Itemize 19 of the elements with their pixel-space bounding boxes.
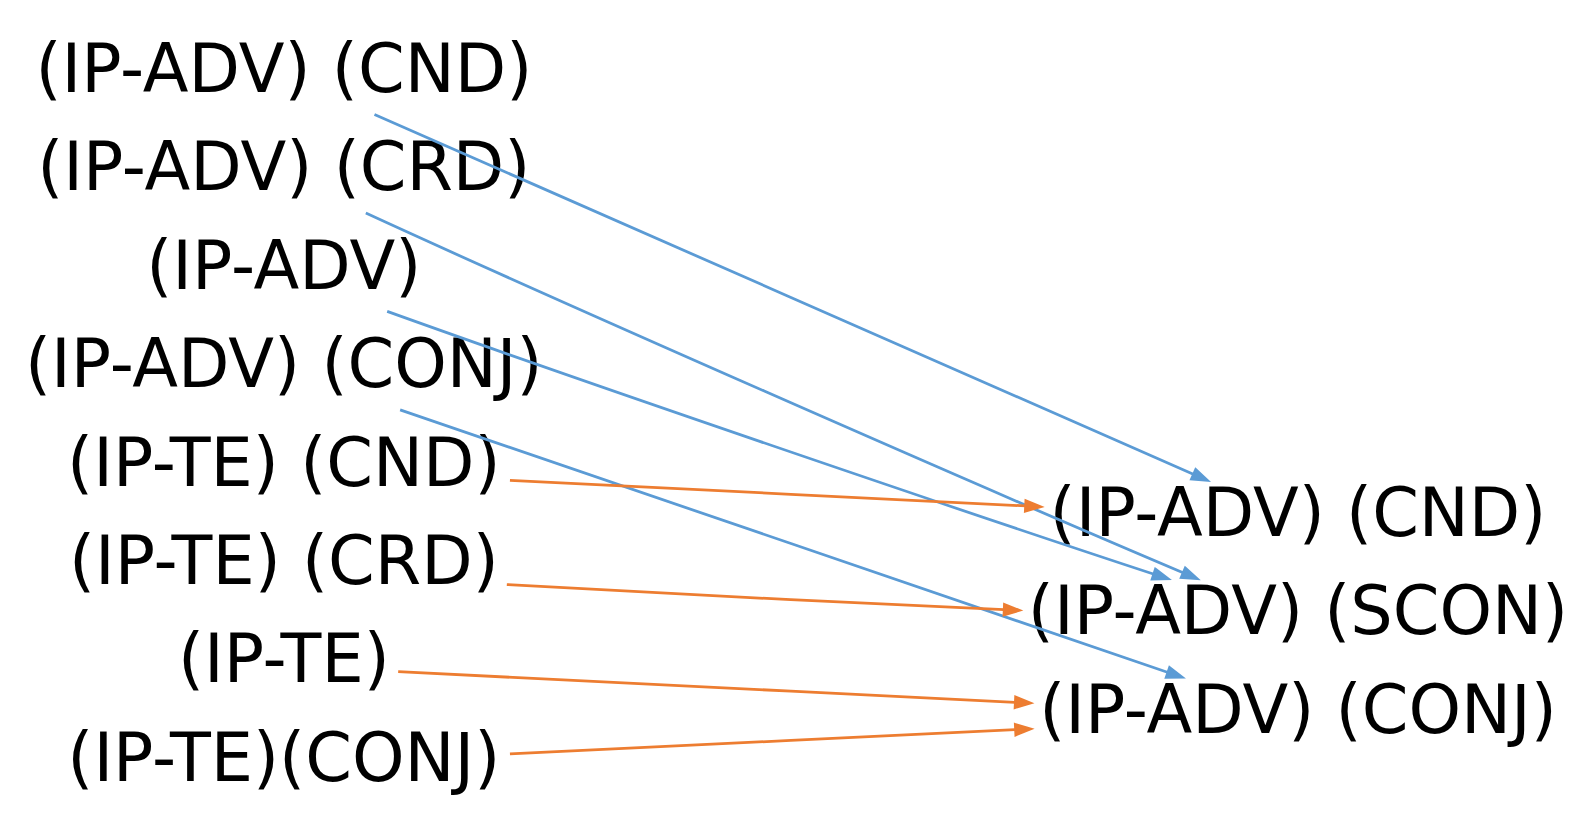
arrow [386,310,1172,581]
arrow [509,478,1045,514]
node-text: (IP-TE) [177,620,390,699]
node-text: (IP-ADV) (SCON) [1027,572,1569,651]
node-text: (IP-ADV) (CONJ) [1039,670,1557,749]
node-text: (IP-ADV) (CND) [35,29,533,108]
arrow [509,722,1035,756]
node-text: (IP-ADV) [146,226,422,305]
arrow [399,408,1186,679]
node-text: (IP-ADV) (CRD) [37,128,531,207]
node-text: (IP-TE)(CONJ) [67,718,501,797]
node-text: (IP-ADV) (CND) [1049,473,1547,552]
node-text: (IP-TE) (CND) [67,423,501,502]
arrow [373,113,1212,482]
node-text: (IP-ADV) (CONJ) [25,325,543,404]
arrow [506,583,1024,617]
arrow [398,670,1035,710]
arrow [365,211,1201,581]
node-text: (IP-TE) (CRD) [68,522,499,601]
